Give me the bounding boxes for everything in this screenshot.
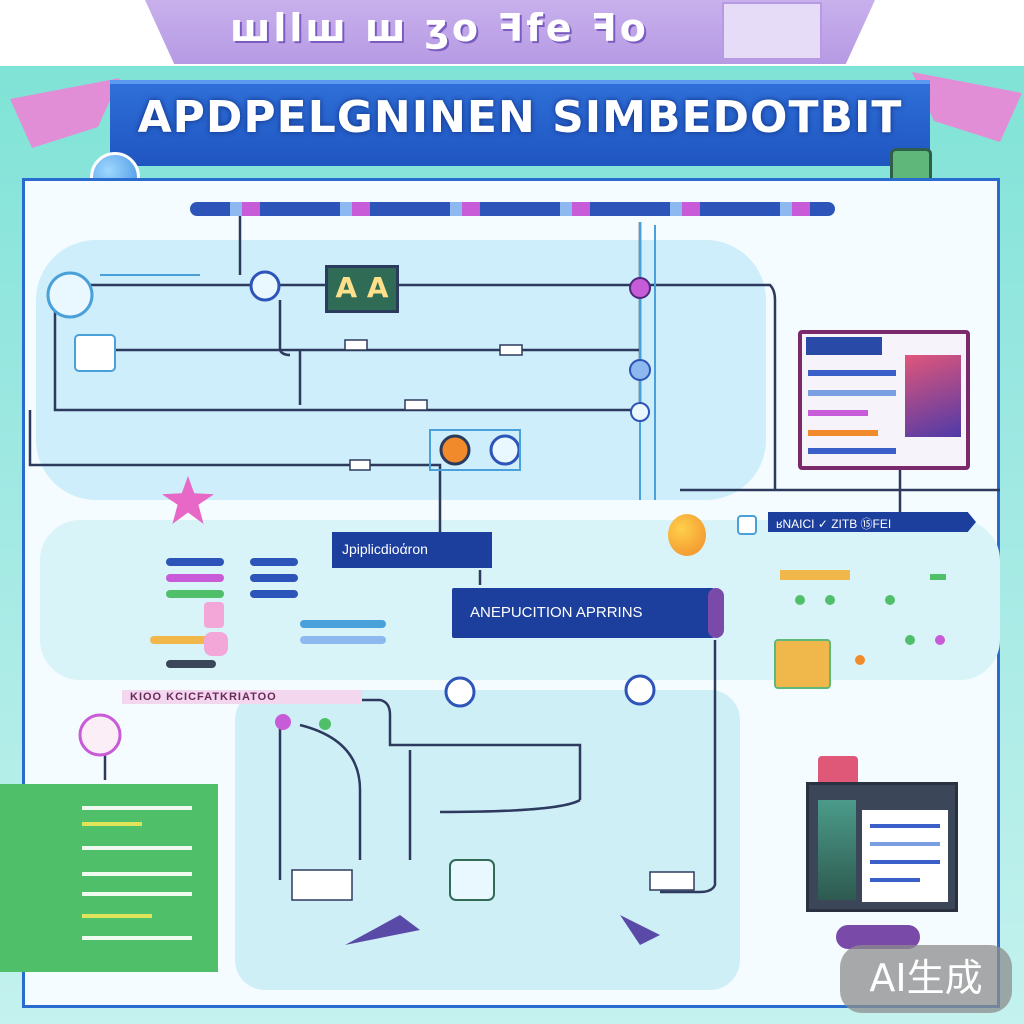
bar-row bbox=[166, 558, 224, 566]
dot-right-2 bbox=[825, 595, 835, 605]
dot-right-4 bbox=[905, 635, 915, 645]
application-apps-label: ANEPUCITION APRRINS bbox=[452, 588, 714, 638]
right-check-mark bbox=[930, 574, 946, 580]
application-label: Jpiplicdiοάrοn bbox=[332, 532, 492, 568]
green-panel-line bbox=[82, 936, 192, 940]
wire-9 bbox=[660, 640, 717, 894]
orange-bubble-icon bbox=[668, 514, 706, 556]
green-info-panel bbox=[0, 784, 218, 972]
node-purple-dot-1 bbox=[275, 714, 291, 730]
wire-4 bbox=[28, 410, 442, 540]
wire-11 bbox=[299, 723, 362, 860]
bar-row bbox=[250, 590, 298, 598]
application-apps-label-cap bbox=[708, 588, 724, 638]
wire-1 bbox=[80, 283, 777, 490]
device-line bbox=[870, 842, 940, 846]
device-photo-icon bbox=[818, 800, 856, 900]
node-orange-ring bbox=[439, 434, 471, 466]
wire-14 bbox=[439, 798, 581, 814]
node-purple bbox=[629, 277, 651, 299]
bar-row bbox=[250, 558, 298, 566]
bar-row bbox=[250, 574, 298, 582]
node-small-box-2 bbox=[404, 399, 428, 411]
node-cloud bbox=[249, 270, 281, 302]
device-line bbox=[870, 824, 940, 828]
node-check-box bbox=[737, 515, 757, 535]
right-arrow-label: ʁNAICI ✓ ZIΤB ⑮FΕΙ bbox=[768, 512, 976, 532]
monitor-line bbox=[808, 410, 868, 416]
bar-row bbox=[300, 620, 386, 628]
monitor-line bbox=[808, 370, 896, 376]
banner-title: APDPELGNINEN SIMBEDOTBIT bbox=[137, 92, 903, 143]
node-green-card bbox=[774, 639, 831, 689]
node-mid bbox=[489, 434, 521, 466]
green-panel-line bbox=[82, 914, 152, 918]
timeline-bar bbox=[190, 202, 835, 216]
green-panel-line bbox=[82, 846, 192, 850]
wire-5 bbox=[278, 300, 291, 357]
node-left-bottom bbox=[78, 713, 122, 757]
node-bottom-pod bbox=[449, 859, 495, 901]
bar-row bbox=[166, 590, 224, 598]
cloud-region-bottom bbox=[235, 690, 740, 990]
sign-board: A A bbox=[325, 265, 399, 313]
node-small-box-1 bbox=[349, 459, 371, 471]
dot-right-1 bbox=[795, 595, 805, 605]
title-banner bbox=[110, 80, 930, 166]
top-tab-title: ꟺllꟺ ꟺ ʒo ꟻfe ꟻo bbox=[230, 6, 649, 50]
left-strip-label: KIOO KCICFATKRIATOO bbox=[122, 690, 362, 704]
node-mid-ring-2 bbox=[624, 674, 656, 706]
green-panel-line bbox=[82, 892, 192, 896]
bar-block bbox=[204, 602, 224, 628]
monitor-image-icon bbox=[905, 355, 961, 437]
node-bottom-foot-left bbox=[345, 915, 420, 945]
node-mid-ring-1 bbox=[444, 676, 476, 708]
node-panel-mid bbox=[429, 429, 521, 471]
ai-generated-watermark: AI生成 bbox=[840, 945, 1012, 1013]
monitor-line bbox=[808, 448, 896, 454]
bar-row bbox=[166, 660, 216, 668]
monitor-line bbox=[808, 390, 896, 396]
green-panel-line bbox=[82, 822, 142, 826]
bar-row bbox=[150, 636, 220, 644]
node-brain bbox=[46, 271, 94, 319]
node-small-box-3 bbox=[499, 344, 523, 356]
dot-right-3 bbox=[885, 595, 895, 605]
monitor-line bbox=[808, 430, 878, 436]
dot-right-6 bbox=[855, 655, 865, 665]
node-bottom-slot bbox=[291, 869, 353, 901]
wire-12 bbox=[320, 698, 582, 800]
node-globe bbox=[629, 359, 651, 381]
right-yellow-strip bbox=[780, 570, 850, 580]
top-tab-screen-icon bbox=[722, 2, 822, 60]
device-line bbox=[870, 860, 940, 864]
bar-row bbox=[300, 636, 386, 644]
node-clipboard-left bbox=[74, 334, 116, 372]
node-blue bbox=[630, 402, 650, 422]
wire-2 bbox=[53, 222, 642, 412]
node-bottom-foot-right bbox=[620, 915, 660, 945]
green-panel-line bbox=[82, 806, 192, 810]
monitor-header-bar bbox=[806, 337, 882, 355]
device-line bbox=[870, 878, 920, 882]
node-bottom-card bbox=[649, 871, 695, 891]
node-small-box-4 bbox=[344, 339, 368, 351]
bar-row bbox=[166, 574, 224, 582]
bar-block bbox=[204, 632, 228, 656]
node-teal-dot bbox=[319, 718, 331, 730]
dot-right-5 bbox=[935, 635, 945, 645]
green-panel-line bbox=[82, 872, 192, 876]
